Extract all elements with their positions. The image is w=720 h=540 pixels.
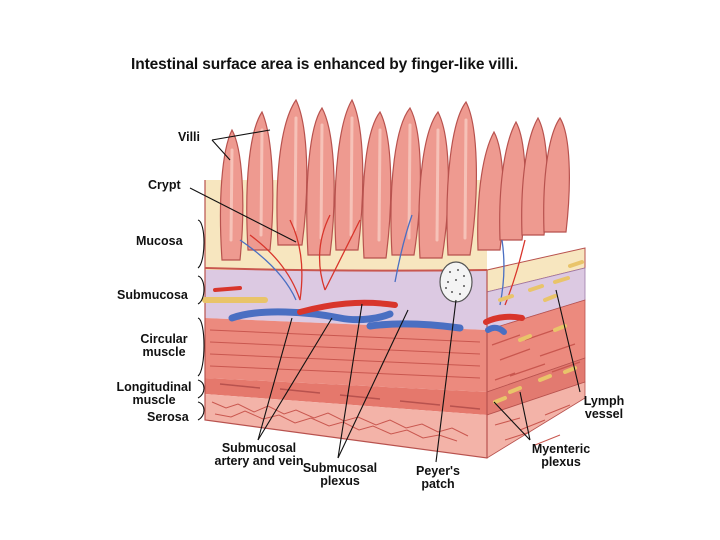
label-myenteric-line1: Myenteric [531, 442, 591, 456]
mucosa-vessels [239, 214, 526, 306]
label-longitudinal-line1: Longitudinal [116, 380, 192, 394]
label-longitudinal-muscle: Longitudinal muscle [110, 381, 198, 407]
label-submucosal-plexus: Submucosal plexus [298, 462, 382, 488]
villi-group [219, 98, 570, 261]
label-myenteric-plexus: Myenteric plexus [524, 443, 598, 469]
label-peyers-line2: patch [421, 477, 455, 491]
label-peyers-line1: Peyer's [416, 464, 460, 478]
label-crypt: Crypt [148, 178, 181, 192]
label-longitudinal-line2: muscle [132, 393, 176, 407]
villi-highlights [229, 116, 468, 242]
label-sm-artery-line2: artery and vein [214, 454, 304, 468]
label-lymph-line1: Lymph [583, 394, 625, 408]
nerve-plexus-marks [493, 260, 584, 404]
label-circular-line1: Circular [140, 332, 188, 346]
label-villi: Villi [178, 130, 201, 144]
front-longitudinal-muscle [205, 378, 487, 415]
front-circular-muscle [205, 318, 487, 392]
label-sm-plexus-line2: plexus [320, 474, 360, 488]
label-serosa: Serosa [147, 410, 189, 424]
diagram-title: Intestinal surface area is enhanced by f… [131, 56, 519, 73]
label-mucosa: Mucosa [136, 234, 183, 248]
label-peyers-patch: Peyer's patch [408, 465, 468, 491]
peyers-patch-shape [439, 261, 473, 303]
label-lymph-line2: vessel [584, 407, 624, 421]
label-sm-plexus-line1: Submucosal [302, 461, 378, 475]
label-circular-muscle: Circular muscle [136, 333, 192, 359]
label-submucosal-artery-vein: Submucosal artery and vein [197, 442, 321, 468]
label-sm-artery-line1: Submucosal [221, 441, 297, 455]
label-myenteric-line2: plexus [541, 455, 581, 469]
submucosal-vessels [202, 286, 525, 335]
leader-lines [189, 129, 581, 463]
label-lymph-vessel: Lymph vessel [576, 395, 632, 421]
label-circular-line2: muscle [142, 345, 186, 359]
label-submucosa: Submucosa [117, 288, 188, 302]
